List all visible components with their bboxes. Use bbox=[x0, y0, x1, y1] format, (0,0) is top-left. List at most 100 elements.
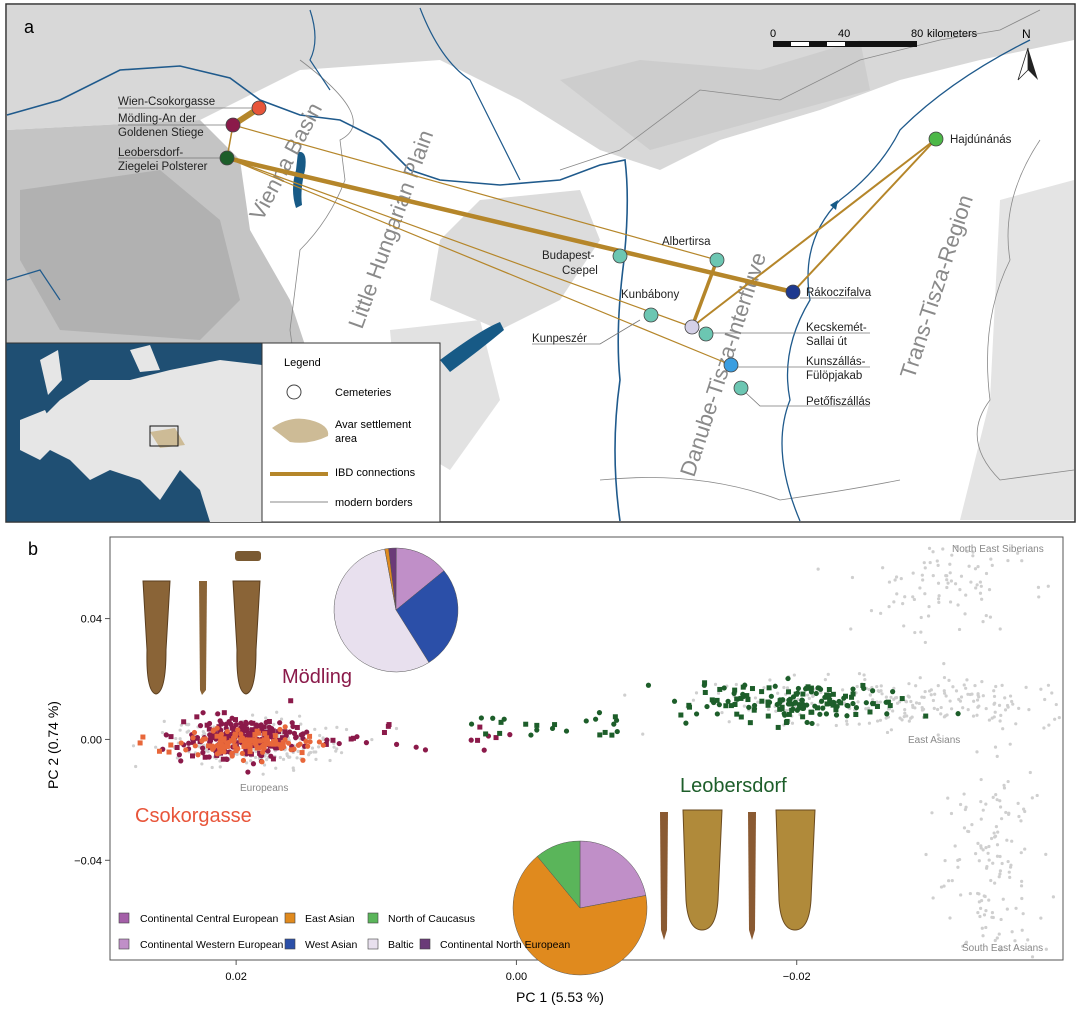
reference-point bbox=[935, 707, 940, 712]
lake-neusiedl bbox=[293, 151, 306, 208]
reference-point bbox=[977, 900, 981, 904]
site-marker-albertirsa[interactable] bbox=[709, 252, 725, 268]
reference-point bbox=[987, 898, 991, 902]
sample-point bbox=[232, 743, 238, 749]
legend-label: Avar settlement bbox=[335, 419, 411, 431]
site-label: Hajdúnánás bbox=[950, 134, 1012, 146]
sample-point bbox=[612, 714, 618, 720]
reference-point bbox=[1028, 770, 1032, 775]
sample-point bbox=[596, 710, 603, 716]
site-marker-leobersdorf[interactable] bbox=[219, 150, 235, 166]
sample-point bbox=[759, 698, 765, 704]
reference-point bbox=[999, 713, 1003, 718]
site-marker-kunpeszer[interactable] bbox=[643, 307, 659, 323]
reference-point bbox=[245, 761, 249, 765]
reference-point bbox=[927, 546, 932, 551]
reference-point bbox=[1000, 683, 1004, 688]
site-label: Leobersdorf- bbox=[118, 147, 183, 159]
reference-point bbox=[979, 584, 983, 588]
reference-point bbox=[716, 691, 721, 695]
reference-point bbox=[927, 689, 932, 693]
sample-point bbox=[293, 735, 299, 741]
site-marker-hajdunanas[interactable] bbox=[928, 131, 944, 147]
sample-point bbox=[264, 738, 270, 744]
site-marker-wien-csokorgasse[interactable] bbox=[251, 100, 267, 116]
sample-point bbox=[749, 686, 755, 692]
reference-point bbox=[317, 745, 321, 749]
site-marker-budapest-csepel[interactable] bbox=[612, 248, 628, 264]
reference-point bbox=[776, 691, 780, 695]
sample-point bbox=[207, 732, 213, 738]
sample-point bbox=[777, 706, 783, 712]
x-tick-label: −0.02 bbox=[783, 971, 811, 983]
reference-point bbox=[942, 691, 947, 695]
reference-point bbox=[1036, 585, 1041, 589]
sample-point bbox=[687, 704, 693, 710]
sample-point bbox=[213, 748, 219, 754]
sample-point bbox=[614, 728, 620, 735]
reference-point bbox=[1042, 726, 1046, 730]
sample-point bbox=[786, 689, 792, 695]
reference-point bbox=[942, 715, 947, 719]
pie-leobersdorf bbox=[512, 840, 648, 976]
sample-point bbox=[200, 710, 206, 716]
sample-point bbox=[283, 733, 289, 739]
sample-point bbox=[794, 707, 800, 713]
reference-point bbox=[1026, 938, 1030, 942]
north-arrow-icon: N bbox=[1017, 27, 1038, 81]
site-marker-kunszallas[interactable] bbox=[723, 357, 739, 373]
reference-point bbox=[998, 627, 1002, 631]
reference-point bbox=[309, 750, 313, 755]
sample-point bbox=[252, 732, 258, 738]
reference-point bbox=[1054, 702, 1058, 707]
sample-point bbox=[772, 683, 778, 689]
reference-point bbox=[1024, 685, 1028, 689]
reference-point bbox=[995, 843, 1000, 847]
reference-point bbox=[295, 756, 299, 760]
sample-point bbox=[270, 728, 276, 734]
reference-point bbox=[250, 713, 255, 717]
reference-point bbox=[995, 854, 1000, 858]
sample-point bbox=[223, 721, 229, 727]
site-marker-petofiszallas[interactable] bbox=[733, 380, 749, 396]
reference-point bbox=[805, 693, 810, 697]
site-label: Ziegelei Polsterer bbox=[118, 161, 208, 173]
reference-point bbox=[984, 571, 989, 576]
reference-point bbox=[903, 707, 907, 712]
sample-point bbox=[178, 758, 184, 764]
sample-point bbox=[747, 720, 753, 726]
site-marker-rakoczifalva[interactable] bbox=[785, 284, 801, 300]
site-marker-kecskemet[interactable] bbox=[698, 326, 714, 342]
sample-point bbox=[744, 693, 750, 699]
reference-point bbox=[992, 689, 996, 693]
strap-end-artefacts-modling bbox=[142, 551, 261, 695]
sample-point bbox=[796, 701, 802, 708]
reference-point bbox=[985, 864, 989, 869]
site-marker-modling[interactable] bbox=[225, 117, 241, 133]
sample-point bbox=[830, 702, 836, 708]
sample-point bbox=[477, 724, 483, 730]
sample-point bbox=[602, 729, 608, 735]
sample-point bbox=[714, 697, 720, 703]
reference-point bbox=[869, 609, 874, 613]
reference-point bbox=[178, 728, 182, 732]
reference-point bbox=[1015, 551, 1020, 555]
site-label: Kunbábony bbox=[621, 289, 679, 301]
scale-unit: kilometers bbox=[927, 28, 978, 40]
reference-point bbox=[878, 700, 882, 704]
site-marker-kunbabony[interactable] bbox=[684, 319, 700, 335]
sample-point bbox=[299, 750, 305, 756]
reference-point bbox=[939, 705, 943, 710]
reference-point bbox=[871, 698, 875, 702]
reference-point bbox=[992, 831, 996, 835]
sample-point bbox=[820, 705, 826, 711]
reference-point bbox=[931, 698, 935, 703]
reference-point bbox=[988, 615, 993, 619]
sample-point bbox=[475, 737, 481, 743]
sample-point bbox=[206, 726, 212, 732]
site-label: Petőfiszállás bbox=[806, 396, 871, 408]
reference-point bbox=[878, 718, 883, 722]
reference-point bbox=[911, 571, 915, 575]
sample-point bbox=[850, 700, 856, 707]
legend-title: Legend bbox=[284, 357, 321, 369]
